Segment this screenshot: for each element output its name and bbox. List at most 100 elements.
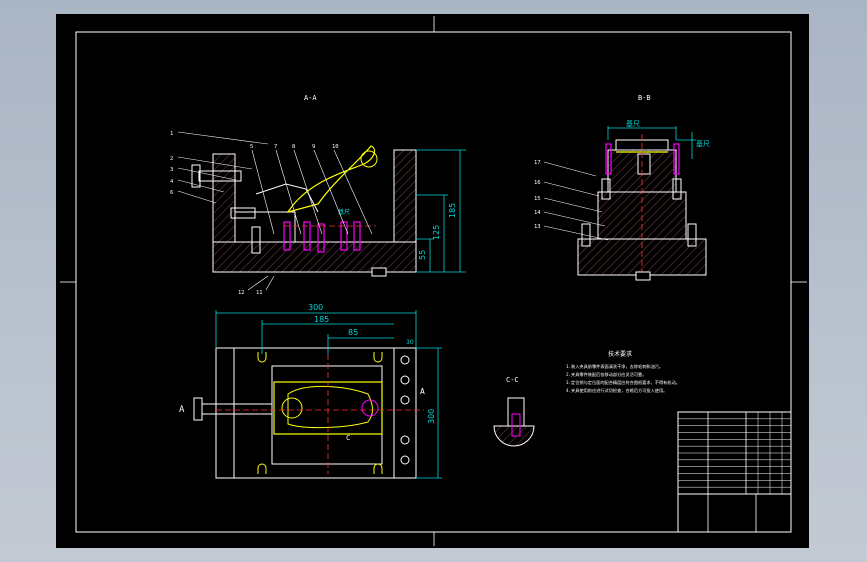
leader-line-a <box>275 149 302 235</box>
dims-b <box>607 126 696 159</box>
plan-dims <box>215 310 442 479</box>
leader-label-a: 11 <box>256 290 263 296</box>
workpiece-a <box>286 145 376 213</box>
title-block <box>677 411 792 533</box>
leader-line-a <box>177 156 253 170</box>
leader-line-b <box>543 161 597 177</box>
small-nut-b <box>635 271 651 281</box>
left-block-a <box>212 153 236 243</box>
dim-185-top: 185 <box>314 315 329 324</box>
dims-a <box>416 149 466 273</box>
notes-title: 技术要求 <box>608 350 632 358</box>
leader-line-a <box>177 190 217 204</box>
label-note-a: 基尺 <box>338 208 350 216</box>
plan-handle <box>193 397 203 421</box>
workpiece-hole-a <box>360 150 378 168</box>
c-pin <box>511 413 521 437</box>
leader-label-b: 17 <box>534 160 541 166</box>
leader-line-a <box>333 149 373 235</box>
plan-screw <box>201 403 273 415</box>
section-c-title: C-C <box>506 376 519 384</box>
cutout-b <box>637 153 651 175</box>
leader-label-b: 13 <box>534 224 541 230</box>
c-block <box>507 397 525 427</box>
plan-plate <box>233 347 395 479</box>
leader-label-a: 12 <box>238 290 245 296</box>
section-a-a: A-A <box>170 94 466 296</box>
leader-line-a <box>247 275 269 291</box>
section-mark-a-right: A <box>420 387 425 396</box>
dim-55-a: 55 <box>418 250 427 260</box>
section-b-title: B-B <box>638 94 651 102</box>
leader-label-b: 15 <box>534 196 541 202</box>
plan-base <box>215 347 417 479</box>
notes-line-1: 1.装入夹具前零件表面清洗干净，去除毛刺和油污。 <box>566 363 663 370</box>
leader-line-a <box>251 149 275 235</box>
title-block-frame <box>677 411 792 533</box>
leader-line-a <box>265 275 275 291</box>
technical-notes: 技术要求 1.装入夹具前零件表面清洗干净，去除毛刺和油污。 2.夹具零件装配后各… <box>566 350 680 394</box>
section-mark-c: C <box>346 434 350 442</box>
dim-300-side: 300 <box>427 409 436 424</box>
inner-frame <box>75 31 792 533</box>
leader-label-b: 14 <box>534 210 541 216</box>
leader-line-a <box>313 149 349 235</box>
section-c-c: C-C <box>493 376 535 447</box>
leader-line-b <box>543 211 606 227</box>
plan-hole-left <box>281 397 303 419</box>
leader-line-a <box>293 149 323 235</box>
drawing-sheet: A-A <box>56 14 809 548</box>
leader-label-a: 8 <box>292 144 295 150</box>
leaders-a: 6 4 3 2 1 5 7 8 9 10 12 11 <box>170 131 373 296</box>
plan-slots <box>257 352 383 474</box>
section-mark-a-left: A <box>179 405 185 415</box>
fixture-drawing: A-A <box>60 16 807 546</box>
notes-line-3: 3.定位销与定位面的配合精度应符合图纸要求，不得有松动。 <box>566 379 680 386</box>
leader-label-a: 1 <box>170 131 173 137</box>
right-upright-a <box>393 149 417 243</box>
dim-side-b: 基尺 <box>696 139 710 148</box>
section-a-title: A-A <box>304 94 317 102</box>
plan-right-strip <box>393 347 417 479</box>
dim-125-a: 125 <box>432 225 441 240</box>
dim-30-side: 30 <box>406 339 414 346</box>
dim-top-b: 基尺 <box>626 119 640 128</box>
support-a <box>234 211 296 243</box>
pins-a <box>283 221 361 253</box>
leader-line-a <box>177 167 237 181</box>
leader-label-a: 2 <box>170 156 173 162</box>
bolt-a <box>251 226 261 254</box>
locator-block-a <box>230 207 256 219</box>
leader-line-b <box>543 181 600 197</box>
leader-line-b <box>543 197 603 213</box>
dim-185-a: 185 <box>448 203 457 218</box>
leader-label-a: 9 <box>312 144 315 150</box>
leader-line-a <box>177 131 269 145</box>
leader-line-b <box>543 225 609 241</box>
leader-label-a: 4 <box>170 179 174 185</box>
pins-b <box>605 143 680 175</box>
plan-view: 300 185 85 300 30 A A C <box>179 303 442 479</box>
notes-line-2: 2.夹具零件装配后各移动部分应灵活可靠。 <box>566 371 646 378</box>
base-plate-a <box>212 241 417 273</box>
small-nut-a <box>371 267 387 277</box>
leader-label-a: 5 <box>250 144 253 150</box>
handle-a <box>191 164 201 188</box>
leader-label-a: 7 <box>274 144 277 150</box>
notes-line-4: 4.夹具使用前应进行试切检查，合格后方可投入使用。 <box>566 387 667 394</box>
leader-line-a <box>177 179 225 193</box>
plan-hole-right <box>361 399 379 417</box>
screw-a <box>198 170 242 182</box>
leader-label-a: 6 <box>170 190 173 196</box>
plan-workpiece <box>287 386 373 429</box>
leader-label-a: 3 <box>170 167 173 173</box>
leaders-b: 17 16 15 14 13 <box>534 160 609 241</box>
clamp-arm-a <box>255 183 319 213</box>
leader-label-b: 16 <box>534 180 541 186</box>
dim-300-top: 300 <box>308 303 323 312</box>
leader-label-a: 10 <box>332 144 339 150</box>
dim-85-top: 85 <box>348 328 358 337</box>
plan-right-bolts <box>400 355 410 465</box>
section-b-b: B-B <box>534 94 710 281</box>
